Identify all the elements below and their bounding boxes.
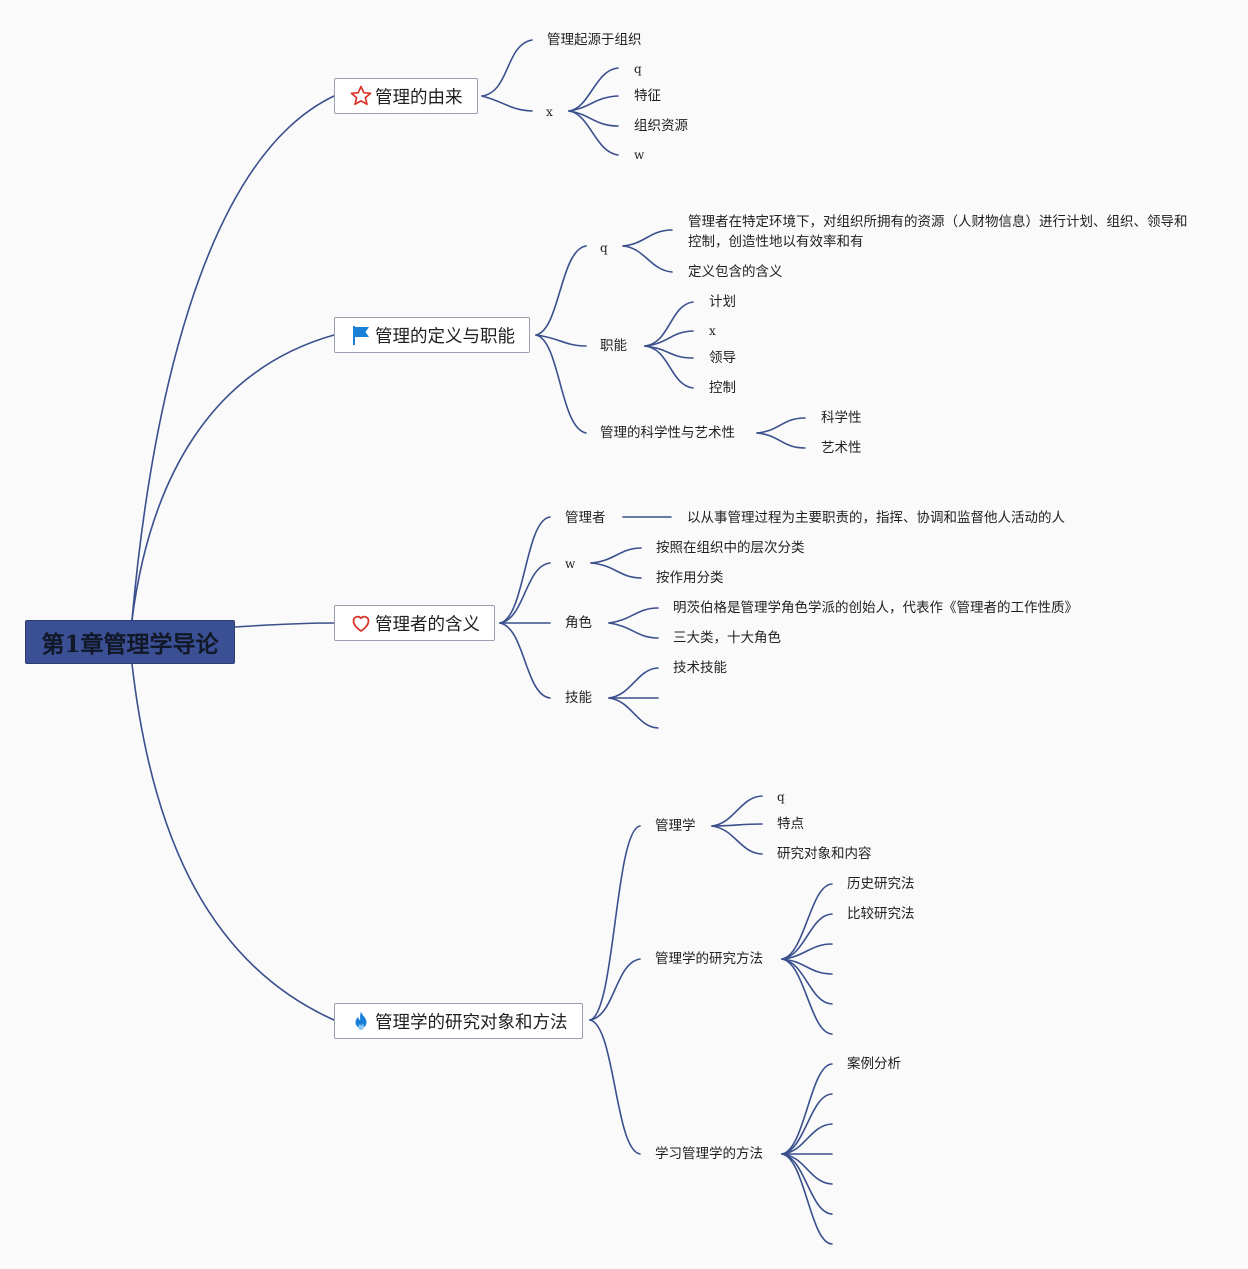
connector (568, 67, 619, 112)
connector (608, 697, 659, 729)
node[interactable]: 研究对象和内容 (777, 846, 872, 862)
node[interactable]: 技术技能 (673, 660, 727, 676)
connector (781, 913, 833, 960)
connector (781, 1153, 833, 1215)
connector (644, 330, 694, 347)
node[interactable]: x (546, 105, 553, 119)
node[interactable]: 按作用分类 (656, 570, 724, 586)
node[interactable]: 管理学的研究方法 (655, 951, 763, 967)
connector (608, 607, 659, 624)
node[interactable]: q (634, 62, 642, 76)
topic-meaning-of-manager[interactable]: 管理者的含义 (334, 605, 495, 641)
topic-research-objects-and-methods[interactable]: 管理学的研究对象和方法 (334, 1003, 583, 1039)
connector (781, 958, 833, 1035)
connector (234, 622, 335, 628)
topic-definition-and-functions[interactable]: 管理的定义与职能 (334, 317, 530, 353)
connector (781, 943, 833, 960)
node[interactable]: 管理者 (565, 510, 606, 526)
connector (781, 883, 833, 960)
connector (535, 334, 587, 347)
node[interactable]: 管理学 (655, 818, 696, 834)
connector (499, 622, 551, 699)
connector (711, 825, 763, 855)
connector (589, 958, 641, 1021)
node[interactable]: 艺术性 (821, 440, 862, 456)
root-topic[interactable]: 第1章管理学导论 (25, 620, 235, 664)
connector (590, 547, 642, 564)
heart-icon (349, 611, 373, 635)
node[interactable]: w (634, 148, 645, 162)
node[interactable]: 组织资源 (634, 118, 688, 134)
connector (781, 1123, 833, 1155)
node[interactable]: 案例分析 (847, 1056, 901, 1072)
node[interactable]: q (777, 790, 785, 804)
node[interactable]: x (709, 324, 716, 338)
node[interactable]: 控制 (709, 380, 736, 396)
node[interactable]: 管理的科学性与艺术性 (600, 425, 735, 441)
node[interactable]: 特点 (777, 816, 804, 832)
node[interactable]: 定义包含的含义 (688, 264, 783, 280)
connector (535, 334, 587, 434)
node[interactable]: 学习管理学的方法 (655, 1146, 763, 1162)
connector (589, 1019, 641, 1155)
node[interactable]: 明茨伯格是管理学角色学派的创始人，代表作《管理者的工作性质》 (673, 600, 1078, 616)
node[interactable]: 历史研究法 (847, 876, 915, 892)
node[interactable]: 以从事管理过程为主要职责的，指挥、协调和监督他人活动的人 (687, 510, 1065, 526)
topic-origin-of-management[interactable]: 管理的由来 (334, 78, 478, 114)
connector (781, 1093, 833, 1155)
connector (608, 667, 659, 699)
node[interactable]: 科学性 (821, 410, 862, 426)
node[interactable]: w (565, 557, 576, 571)
topic-label: 管理者的含义 (375, 614, 480, 635)
connector (781, 1063, 833, 1155)
connector (756, 417, 806, 434)
connector (590, 562, 642, 579)
connector (711, 795, 763, 827)
node[interactable]: 职能 (600, 338, 627, 354)
connector (589, 825, 641, 1021)
topic-label: 管理学的研究对象和方法 (375, 1012, 568, 1033)
node[interactable]: 技能 (565, 690, 592, 706)
topic-label: 管理的由来 (375, 87, 463, 108)
connector (644, 301, 694, 347)
node[interactable]: 比较研究法 (847, 906, 915, 922)
node[interactable]: q (600, 241, 608, 255)
connector (781, 958, 833, 1005)
connector (756, 432, 806, 449)
connector (711, 823, 763, 827)
topic-label: 管理的定义与职能 (375, 326, 515, 347)
connector (644, 345, 694, 389)
flag-icon (349, 323, 373, 347)
connector (622, 229, 673, 247)
star-icon (349, 84, 373, 108)
connector (131, 663, 335, 1021)
connector (499, 562, 551, 624)
flame-icon (349, 1009, 373, 1033)
node[interactable]: 三大类，十大角色 (673, 630, 781, 646)
connector (481, 95, 533, 112)
node[interactable]: 管理起源于组织 (547, 32, 642, 48)
node[interactable]: 角色 (565, 615, 592, 631)
connector (568, 110, 619, 156)
node[interactable]: 按照在组织中的层次分类 (656, 540, 805, 556)
connector (622, 245, 673, 273)
connector (535, 245, 587, 336)
root-topic-label: 第1章管理学导论 (41, 631, 219, 658)
connector (481, 39, 533, 97)
node[interactable]: 计划 (709, 294, 736, 310)
connector (568, 95, 619, 112)
connector (781, 1153, 833, 1245)
connector (499, 516, 551, 624)
connector (608, 622, 659, 639)
connector (131, 95, 335, 621)
node[interactable]: 管理者在特定环境下，对组织所拥有的资源（人财物信息）进行计划、组织、领导和控制，… (688, 214, 1188, 250)
connector (131, 334, 335, 621)
node[interactable]: 特征 (634, 88, 661, 104)
node[interactable]: 领导 (709, 350, 736, 366)
